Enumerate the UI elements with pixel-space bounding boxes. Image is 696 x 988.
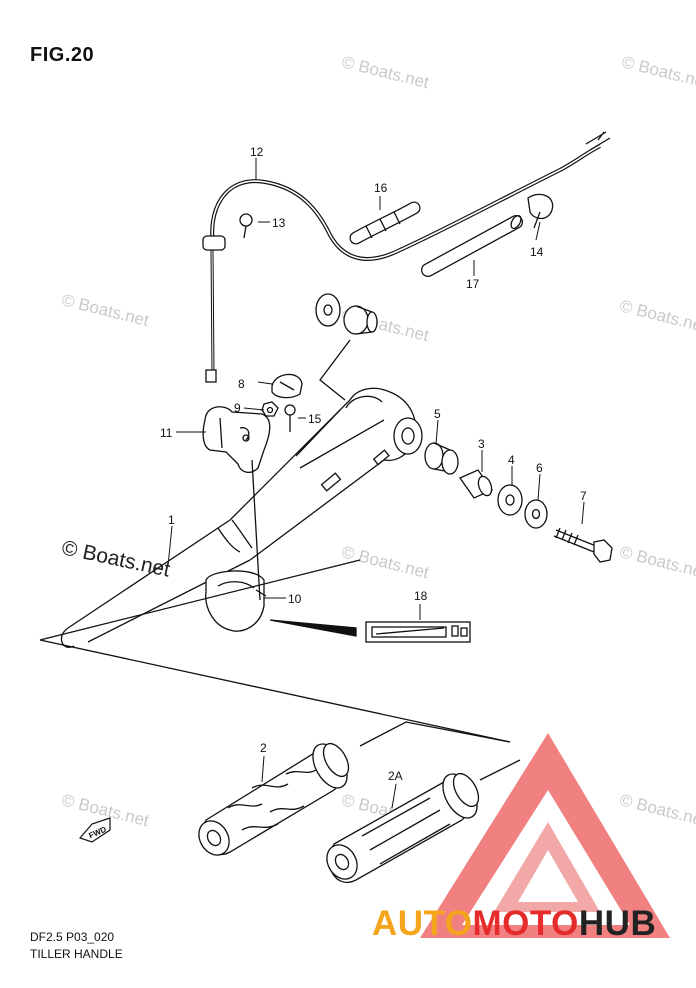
hose-16 bbox=[349, 201, 421, 245]
callout-2a: 2A bbox=[388, 769, 403, 783]
washer-top bbox=[315, 293, 341, 327]
clamp-upper-11 bbox=[202, 406, 271, 474]
guide-line bbox=[251, 459, 261, 601]
fwd-arrow-icon: FWD bbox=[78, 817, 111, 843]
callout-15: 15 bbox=[308, 412, 322, 426]
clamp-14 bbox=[527, 193, 554, 229]
callout-12: 12 bbox=[250, 145, 264, 159]
callout-numbers: 12 13 16 14 17 8 9 11 15 5 3 4 6 7 1 10 … bbox=[160, 145, 587, 783]
model-code: DF2.5 P03_020 bbox=[30, 930, 115, 944]
washer-6 bbox=[524, 499, 548, 529]
leader-lines bbox=[167, 158, 585, 809]
hose-17 bbox=[421, 214, 523, 277]
callout-9: 9 bbox=[234, 401, 241, 415]
tiller-arm-1 bbox=[60, 387, 423, 648]
callout-10: 10 bbox=[288, 592, 302, 606]
brand-part-2: MOTO bbox=[472, 904, 579, 943]
nut-9 bbox=[261, 401, 279, 417]
brand-triangle-logo bbox=[420, 733, 670, 938]
screw-15 bbox=[284, 404, 296, 432]
guide-line bbox=[39, 639, 511, 743]
screw-13 bbox=[239, 213, 253, 239]
collar-3 bbox=[459, 469, 493, 499]
guide-line bbox=[319, 339, 351, 401]
callout-2: 2 bbox=[260, 741, 267, 755]
callout-7: 7 bbox=[580, 489, 587, 503]
washer-4 bbox=[497, 484, 523, 516]
bushing-5 bbox=[424, 442, 459, 475]
callout-17: 17 bbox=[466, 277, 480, 291]
clamp-lower-10 bbox=[205, 570, 267, 632]
callout-5: 5 bbox=[434, 407, 441, 421]
figure-caption: TILLER HANDLE bbox=[30, 947, 123, 961]
callout-4: 4 bbox=[508, 453, 515, 467]
throttle-cable bbox=[202, 131, 611, 383]
cap-8 bbox=[271, 373, 303, 399]
brand-logo: AUTOMOTOHUB bbox=[372, 904, 656, 944]
guide-line bbox=[39, 559, 361, 641]
brand-part-1: AUTO bbox=[372, 904, 473, 943]
callout-3: 3 bbox=[478, 437, 485, 451]
callout-18: 18 bbox=[414, 589, 428, 603]
callout-6: 6 bbox=[536, 461, 543, 475]
callout-16: 16 bbox=[374, 181, 388, 195]
bushing-top bbox=[343, 305, 378, 335]
figure-title: FIG.20 bbox=[30, 44, 95, 66]
grip-2 bbox=[198, 742, 350, 856]
guide-line bbox=[359, 721, 511, 747]
callout-14: 14 bbox=[530, 245, 544, 259]
bolt-7 bbox=[553, 527, 613, 563]
brand-part-3: HUB bbox=[578, 904, 657, 943]
guide-line bbox=[479, 759, 521, 781]
callout-1: 1 bbox=[168, 513, 175, 527]
label-decal-18 bbox=[269, 619, 471, 643]
callout-8: 8 bbox=[238, 377, 245, 391]
grip-2a bbox=[326, 772, 480, 883]
callout-11: 11 bbox=[160, 426, 173, 440]
callout-13: 13 bbox=[272, 216, 286, 230]
